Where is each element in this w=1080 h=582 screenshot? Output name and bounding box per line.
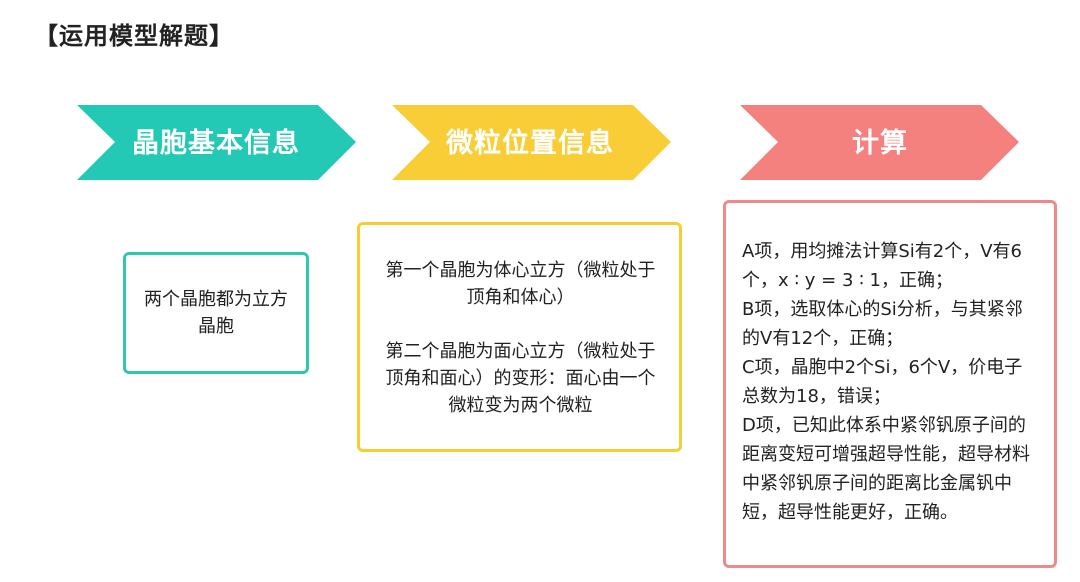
step-1-arrow-shape — [77, 105, 356, 180]
step-2-arrow-shape — [392, 105, 671, 180]
calculation-item-c: C项，晶胞中2个Si，6个V，价电子总数为18，错误； — [742, 357, 1023, 407]
calculation-box: A项，用均摊法计算Si有2个，V有6个，x ∶ y = 3 ∶ 1，正确； B项… — [723, 200, 1057, 568]
page-title: 【运用模型解题】 — [34, 22, 234, 50]
calculation-item-d: D项，已知此体系中紧邻钒原子间的距离变短可增强超导性能，超导材料中紧邻钒原子间的… — [742, 415, 1030, 523]
step-3-arrow-shape — [740, 105, 1019, 180]
position-info-box: 第一个晶胞为体心立方（微粒处于顶角和体心） 第二个晶胞为面心立方（微粒处于顶角和… — [357, 222, 682, 452]
basic-info-box: 两个晶胞都为立方晶胞 — [123, 252, 309, 374]
calculation-item-a: A项，用均摊法计算Si有2个，V有6个，x ∶ y = 3 ∶ 1，正确； — [742, 241, 1022, 291]
step-2-chevron: 微粒位置信息 — [392, 105, 671, 180]
step-1-chevron: 晶胞基本信息 — [77, 105, 356, 180]
calculation-item-b: B项，选取体心的Si分析，与其紧邻的V有12个，正确； — [742, 299, 1023, 349]
step-3-chevron: 计算 — [740, 105, 1019, 180]
basic-info-text: 两个晶胞都为立方晶胞 — [144, 289, 288, 337]
step-3-label: 计算 — [852, 127, 908, 159]
position-info-para-1: 第一个晶胞为体心立方（微粒处于顶角和体心） — [385, 260, 656, 308]
step-2-label: 微粒位置信息 — [445, 127, 614, 159]
step-1-label: 晶胞基本信息 — [132, 127, 300, 159]
position-info-para-2: 第二个晶胞为面心立方（微粒处于顶角和面心）的变形：面心由一个微粒变为两个微粒 — [385, 341, 656, 416]
